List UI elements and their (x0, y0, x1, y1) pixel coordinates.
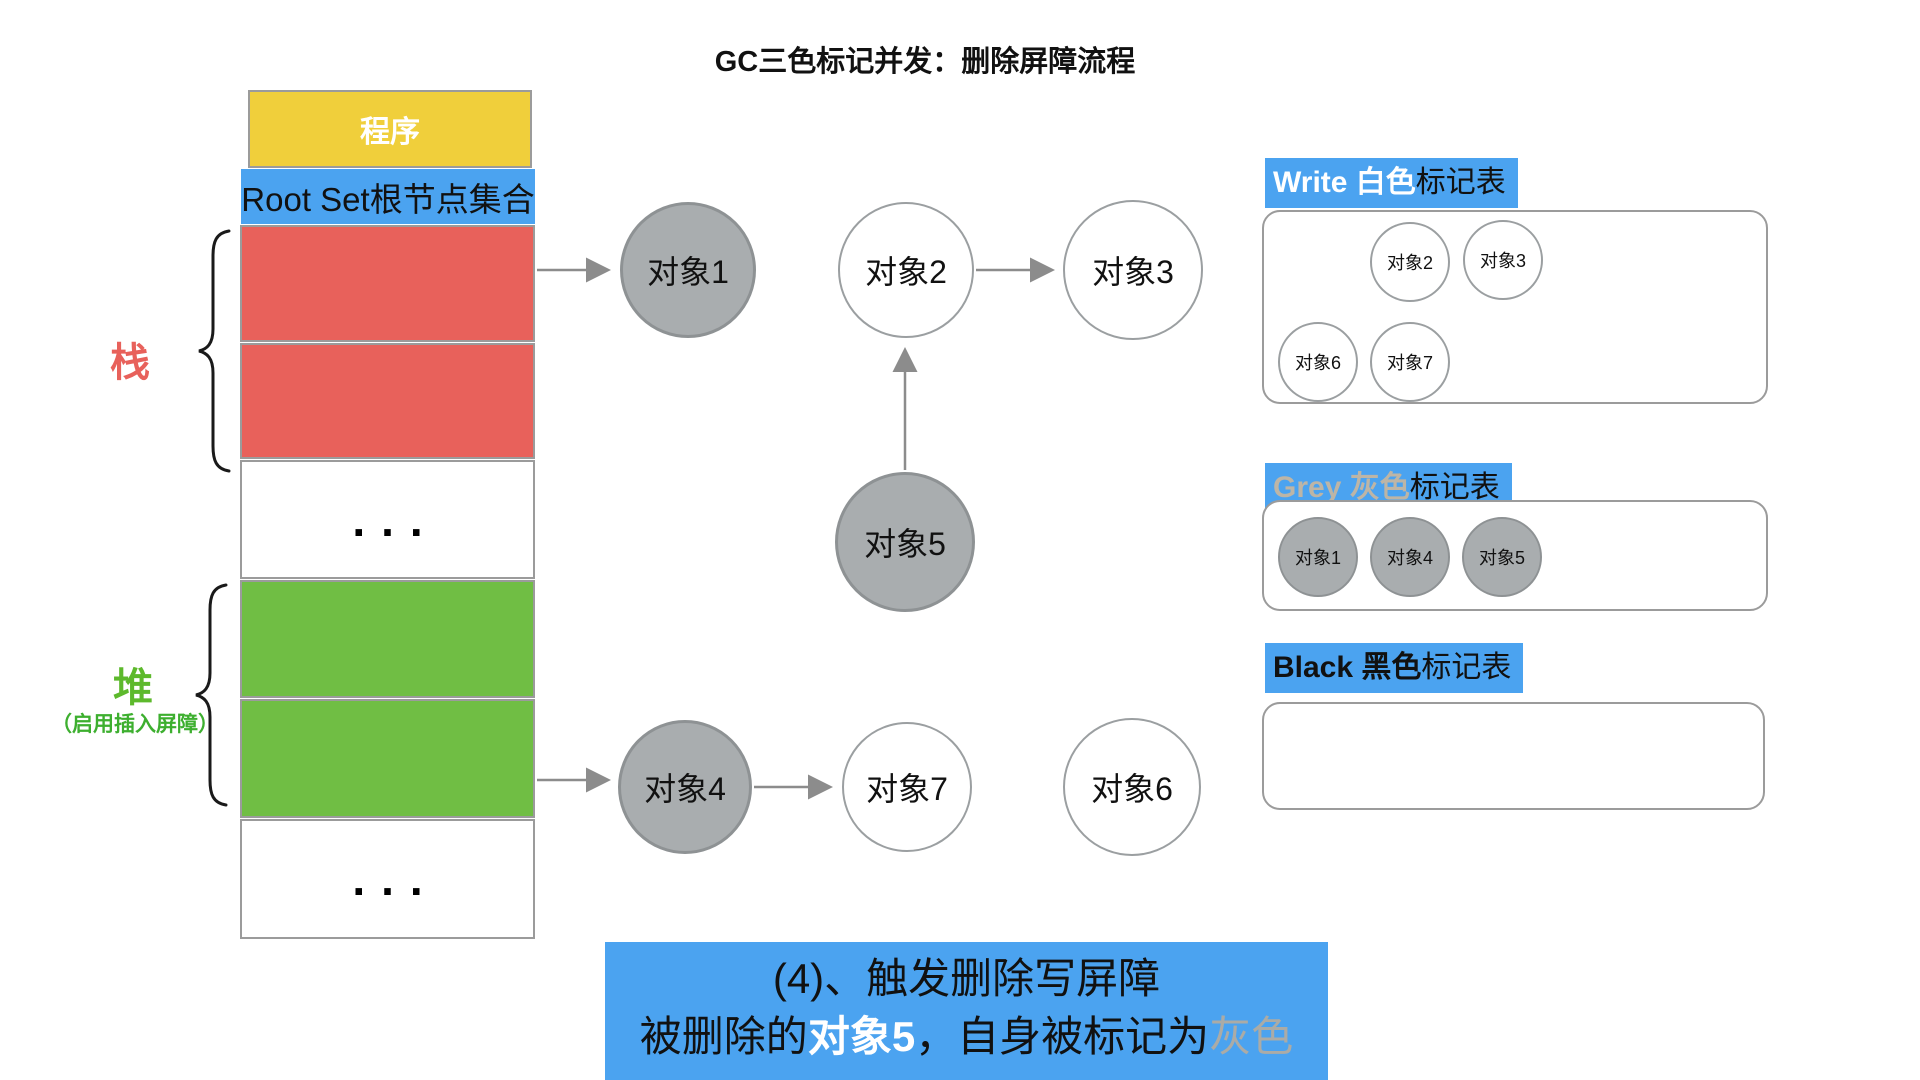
heap-slot-1 (240, 580, 535, 698)
caption-line2: 被删除的对象5，自身被标记为灰色 (605, 1008, 1328, 1066)
white-table-title-cn: 标记表 (1415, 166, 1506, 199)
ellipsis-label: ... (352, 853, 439, 905)
memory-gap-2: ... (240, 819, 535, 939)
black-table-title-en: Black 黑色 (1273, 651, 1422, 684)
caption-box: (4)、触发删除写屏障 被删除的对象5，自身被标记为灰色 (605, 942, 1328, 1080)
stack-label: 栈 (110, 341, 150, 385)
grey-table-item-obj1: 对象1 (1278, 517, 1358, 597)
white-table-item-obj2: 对象2 (1370, 222, 1450, 302)
stack-slot-2 (240, 343, 535, 459)
heap-label: 堆 (113, 666, 153, 710)
node-obj1: 对象1 (620, 202, 756, 338)
caption-line2-text2: ，自身被标记为 (915, 1013, 1210, 1060)
root-set-block: Root Set根节点集合 (241, 169, 535, 224)
ellipsis-label: ... (352, 493, 439, 546)
page-title: GC三色标记并发：删除屏障流程 (714, 46, 1136, 78)
grey-table-title-cn: 标记表 (1409, 471, 1500, 504)
stack-slot-1 (240, 225, 535, 342)
heap-brace (195, 583, 228, 807)
node-obj4: 对象4 (618, 720, 752, 854)
black-table-title-cn: 标记表 (1421, 651, 1512, 684)
grey-table-title-en: Grey 灰色 (1273, 471, 1410, 504)
node-obj2: 对象2 (838, 202, 974, 338)
node-obj7: 对象7 (842, 722, 972, 852)
black-table-box (1262, 702, 1765, 810)
node-obj6: 对象6 (1063, 718, 1201, 856)
black-table-header: Black 黑色标记表 (1265, 643, 1524, 693)
memory-gap-1: ... (240, 460, 535, 579)
node-obj5: 对象5 (835, 472, 975, 612)
caption-grey-highlight: 灰色 (1209, 1013, 1294, 1060)
caption-line1: (4)、触发删除写屏障 (772, 955, 1161, 1002)
caption-line2-text: 被删除的 (639, 1013, 808, 1060)
white-table-item-obj7: 对象7 (1370, 322, 1450, 402)
caption-obj5-highlight: 对象5 (807, 1013, 916, 1060)
white-table-header: Write 白色标记表 (1265, 158, 1518, 208)
white-table-title-en: Write 白色 (1273, 166, 1416, 199)
white-table-item-obj6: 对象6 (1278, 322, 1358, 402)
stack-brace (198, 229, 231, 473)
white-table-item-obj3: 对象3 (1463, 220, 1543, 300)
heap-sublabel: （启用插入屏障） (51, 713, 219, 736)
heap-slot-2 (240, 699, 535, 818)
grey-table-item-obj4: 对象4 (1370, 517, 1450, 597)
grey-table-item-obj5: 对象5 (1462, 517, 1542, 597)
node-obj3: 对象3 (1063, 200, 1203, 340)
program-block: 程序 (248, 90, 532, 168)
